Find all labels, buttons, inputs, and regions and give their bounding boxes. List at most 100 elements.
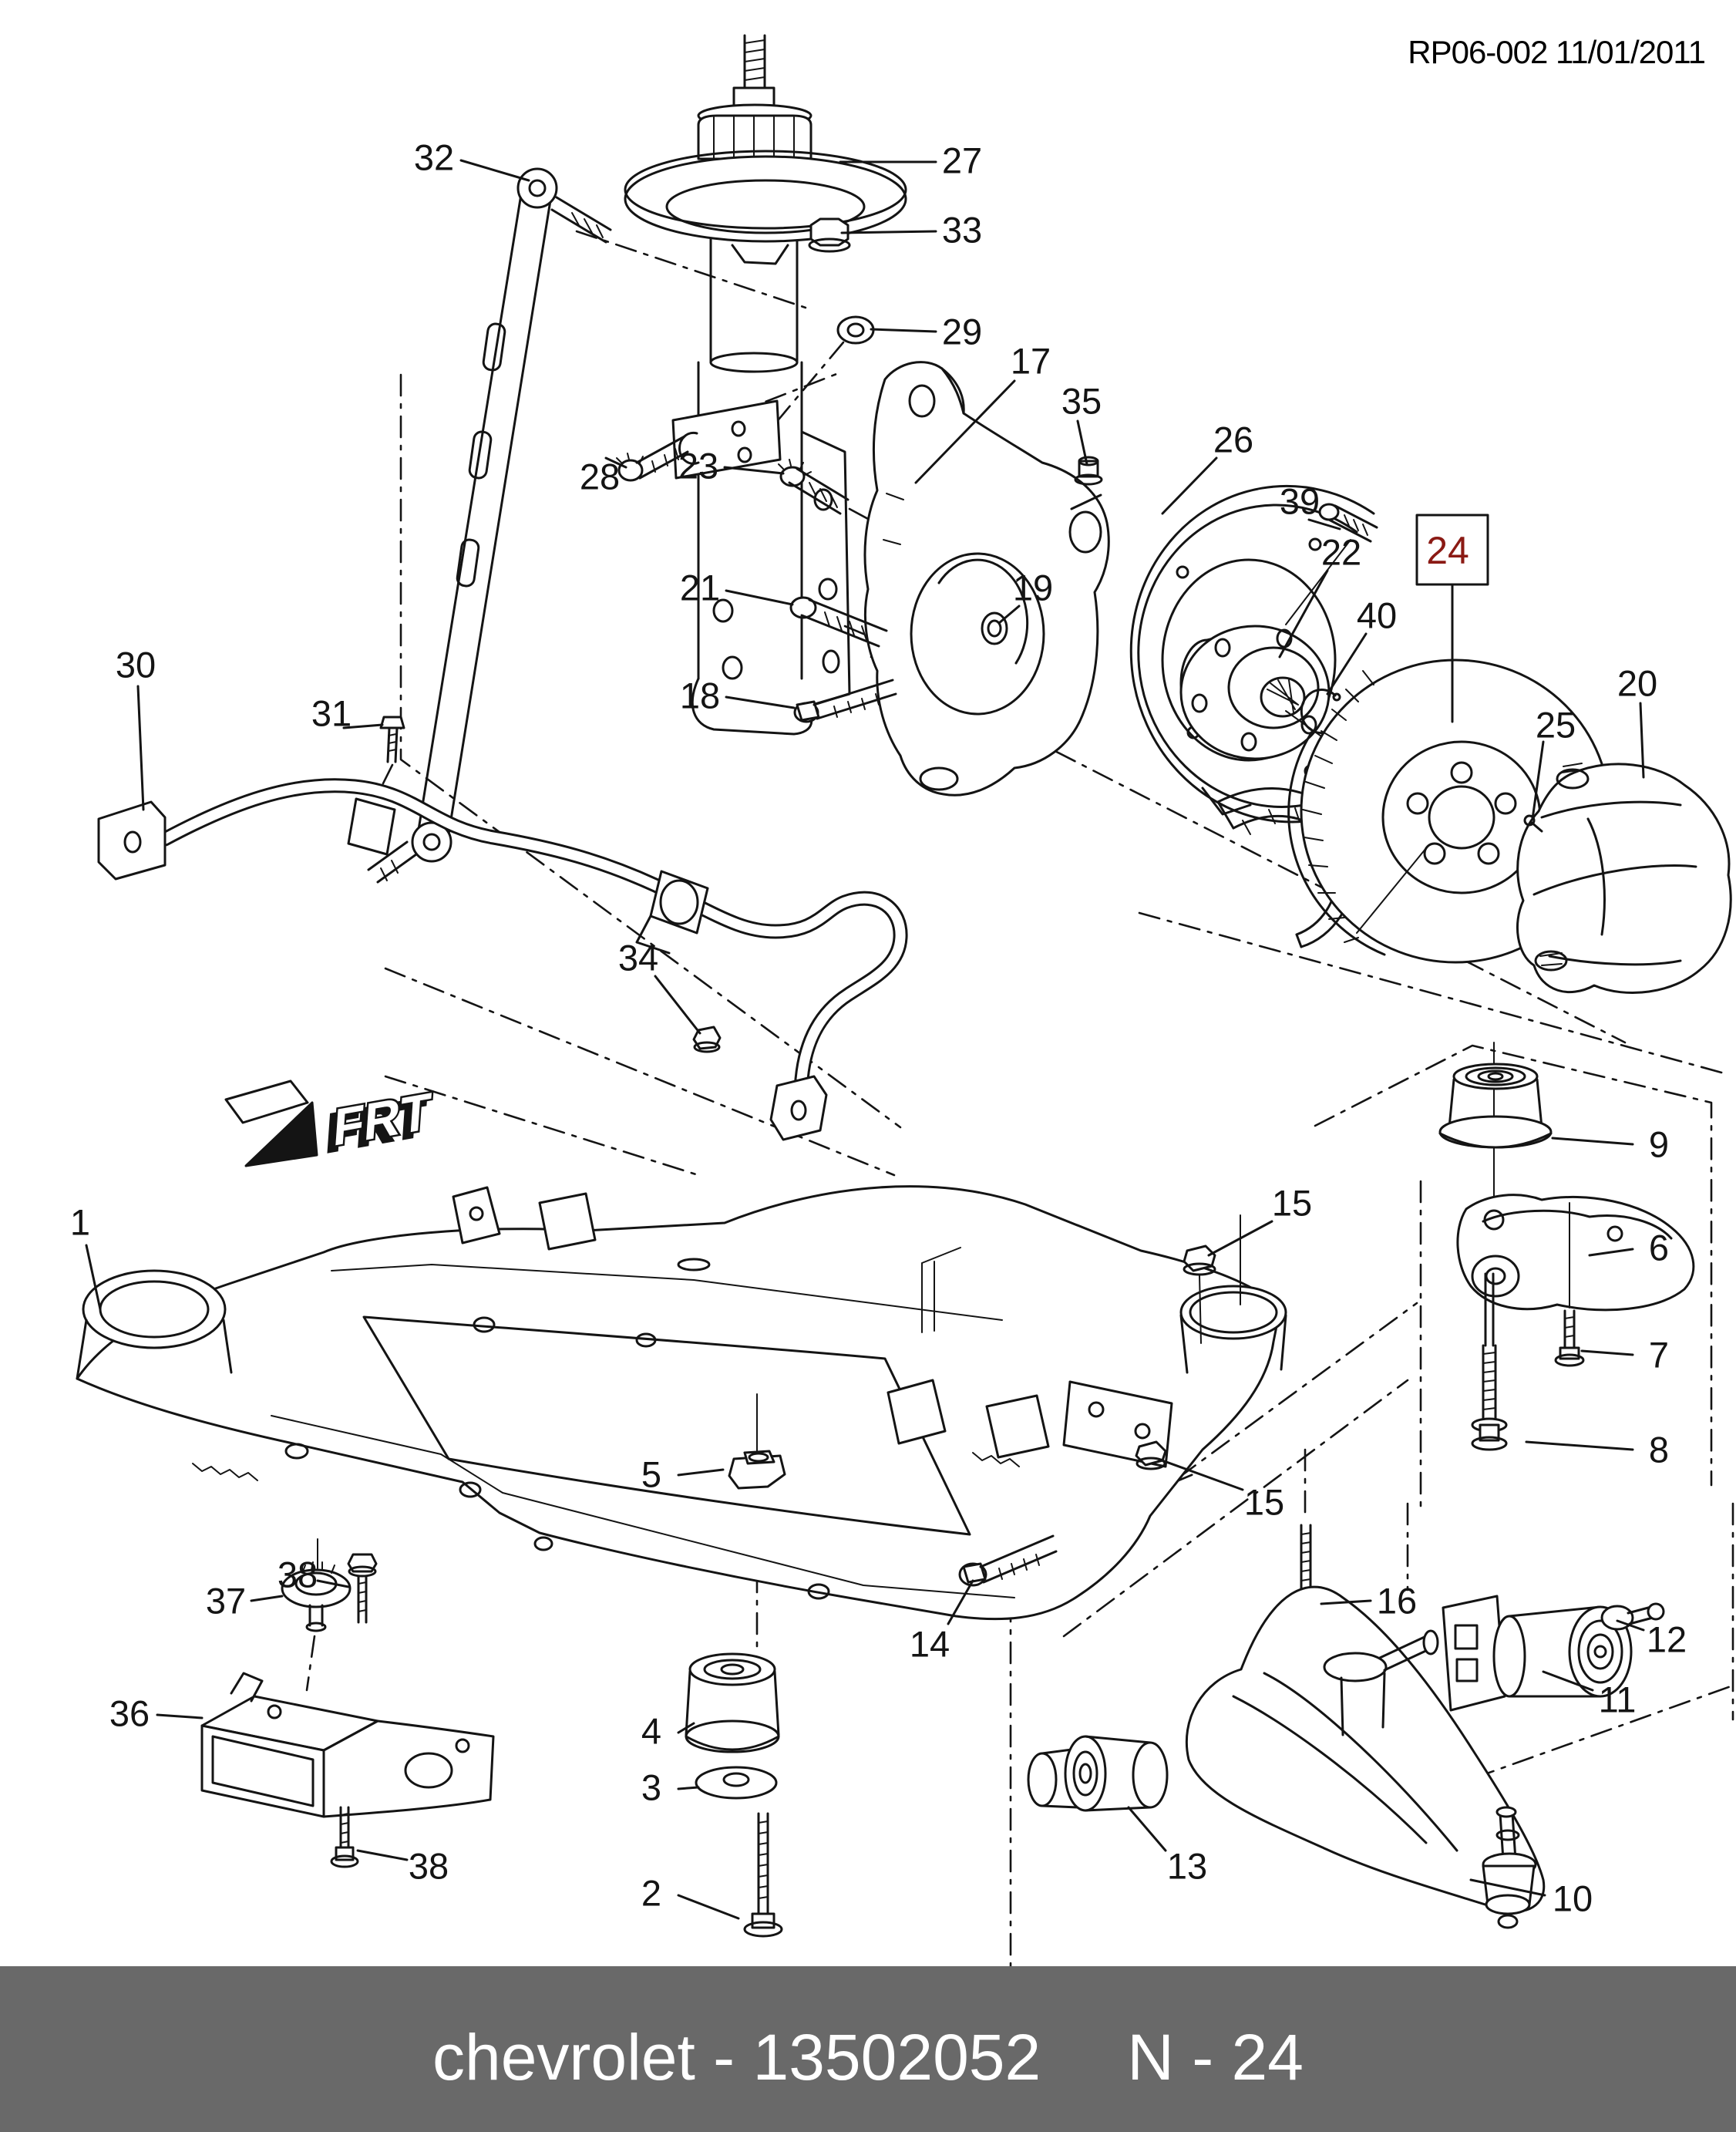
- callout-14[interactable]: 14: [910, 1624, 950, 1665]
- grommet-37: [281, 1538, 352, 1632]
- leader-line-37-36: [250, 1595, 284, 1602]
- callout-6[interactable]: 6: [1649, 1228, 1669, 1268]
- callout-29[interactable]: 29: [942, 312, 982, 352]
- leader-line-26-25: [1161, 456, 1218, 515]
- callout-12[interactable]: 12: [1647, 1619, 1687, 1660]
- leader-line-25-24: [1531, 740, 1545, 820]
- leader-line-10-9: [1469, 1878, 1546, 1897]
- callout-23[interactable]: 23: [678, 446, 718, 487]
- strut-rod-nut: [808, 217, 851, 253]
- callout-layer: 1234567891011121314151516171819202122232…: [70, 137, 1687, 1920]
- bolt-38-upper: [347, 1553, 378, 1624]
- callout-27[interactable]: 27: [942, 140, 982, 181]
- callout-15[interactable]: 15: [1272, 1183, 1312, 1224]
- leader-line-18-18: [725, 696, 796, 709]
- bolt-18: [793, 679, 897, 723]
- lower-control-arm: [1027, 1585, 1546, 1929]
- callout-24[interactable]: 24: [1426, 529, 1469, 572]
- footer-page-ref: N - 24: [1127, 2021, 1304, 2093]
- callout-39[interactable]: 39: [1280, 481, 1320, 522]
- bolt-14: [958, 1534, 1058, 1587]
- mount-bushing-stack: [685, 1652, 783, 1938]
- callout-17[interactable]: 17: [1011, 341, 1051, 382]
- callout-18[interactable]: 18: [680, 675, 720, 716]
- callout-3[interactable]: 3: [641, 1767, 661, 1808]
- callout-9[interactable]: 9: [1649, 1124, 1669, 1165]
- leader-line-30-29: [136, 685, 145, 811]
- leader-line-2-1: [677, 1894, 740, 1920]
- bolt-38-lower: [330, 1806, 359, 1868]
- leader-line-11-10: [1542, 1670, 1594, 1692]
- callout-30[interactable]: 30: [116, 645, 156, 685]
- callout-16[interactable]: 16: [1377, 1581, 1417, 1622]
- callout-38[interactable]: 38: [278, 1554, 318, 1595]
- stabilizer-bar: [97, 716, 908, 1141]
- leader-line-34-33: [654, 975, 701, 1035]
- callout-13[interactable]: 13: [1167, 1846, 1207, 1887]
- highlighted-callout-24[interactable]: 24: [1415, 514, 1489, 723]
- callout-34[interactable]: 34: [618, 938, 658, 978]
- ball-joint-10: [1482, 1806, 1537, 1929]
- callout-38[interactable]: 38: [409, 1846, 449, 1887]
- callout-40[interactable]: 40: [1357, 595, 1397, 636]
- callout-20[interactable]: 20: [1617, 663, 1657, 704]
- bolt-7: [1554, 1202, 1585, 1367]
- leader-line-39-39: [1307, 518, 1341, 530]
- leader-line-32-31: [459, 159, 530, 182]
- callout-28[interactable]: 28: [580, 456, 620, 497]
- callout-22[interactable]: 22: [1321, 532, 1361, 573]
- callout-10[interactable]: 10: [1553, 1878, 1593, 1919]
- footer-bar: chevrolet - 13502052 N - 24: [0, 1966, 1736, 2132]
- subframe-cradle: [76, 1185, 1324, 1644]
- leader-line-15-15: [1156, 1457, 1244, 1491]
- leader-line-35-34: [1076, 419, 1088, 466]
- control-arm-rear-bushing: [1442, 1595, 1665, 1712]
- callout-5[interactable]: 5: [641, 1454, 661, 1495]
- leader-line-36-35: [156, 1713, 204, 1719]
- callout-11[interactable]: 11: [1599, 1679, 1637, 1720]
- frt-direction-marker: FRT FRT: [224, 1079, 435, 1167]
- callout-35[interactable]: 35: [1061, 381, 1102, 422]
- bolt-21: [789, 596, 888, 648]
- leader-line-31-30: [342, 723, 384, 729]
- leader-line-23-23: [723, 466, 785, 475]
- bushing-9: [1438, 1063, 1553, 1149]
- leader-line-28-27: [604, 456, 627, 469]
- callout-32[interactable]: 32: [414, 137, 454, 178]
- callout-4[interactable]: 4: [641, 1711, 661, 1752]
- leader-line-20-20: [1639, 702, 1645, 779]
- highlight-box[interactable]: [1415, 514, 1489, 586]
- knuckle-nut: [1074, 456, 1103, 486]
- footer-text: chevrolet - 13502052 N - 24: [0, 2020, 1736, 2095]
- leader-line-38-37: [316, 1579, 350, 1588]
- wheel-hub-bearing: [1179, 503, 1419, 807]
- callout-15[interactable]: 15: [1244, 1482, 1284, 1523]
- leader-line-17-17: [914, 379, 1016, 484]
- callout-19[interactable]: 19: [1013, 568, 1053, 608]
- leader-line-16-16: [1320, 1599, 1372, 1605]
- callout-25[interactable]: 25: [1536, 705, 1576, 746]
- callout-21[interactable]: 21: [680, 568, 720, 608]
- callout-31[interactable]: 31: [311, 693, 352, 734]
- leader-line-8-7: [1525, 1440, 1634, 1451]
- stabilizer-link: [367, 167, 612, 884]
- callout-1[interactable]: 1: [70, 1202, 90, 1243]
- callout-37[interactable]: 37: [206, 1581, 246, 1622]
- callout-2[interactable]: 2: [641, 1873, 661, 1914]
- callout-26[interactable]: 26: [1213, 419, 1253, 460]
- leader-line-40-40: [1326, 632, 1368, 696]
- callout-7[interactable]: 7: [1649, 1335, 1669, 1376]
- leader-line-22-22: [1278, 569, 1329, 658]
- leader-line-19-19: [998, 605, 1021, 625]
- document-code: RP06-002 11/01/2011: [1408, 34, 1706, 70]
- strut-washer: [836, 315, 875, 345]
- leader-line-3-2: [677, 1786, 700, 1790]
- callout-33[interactable]: 33: [942, 210, 982, 251]
- bracket-6: [1456, 1194, 1695, 1312]
- frt-arrow-icon: [244, 1101, 318, 1167]
- callout-36[interactable]: 36: [109, 1693, 150, 1734]
- callout-8[interactable]: 8: [1649, 1430, 1669, 1470]
- leader-line-13-12: [1127, 1806, 1167, 1852]
